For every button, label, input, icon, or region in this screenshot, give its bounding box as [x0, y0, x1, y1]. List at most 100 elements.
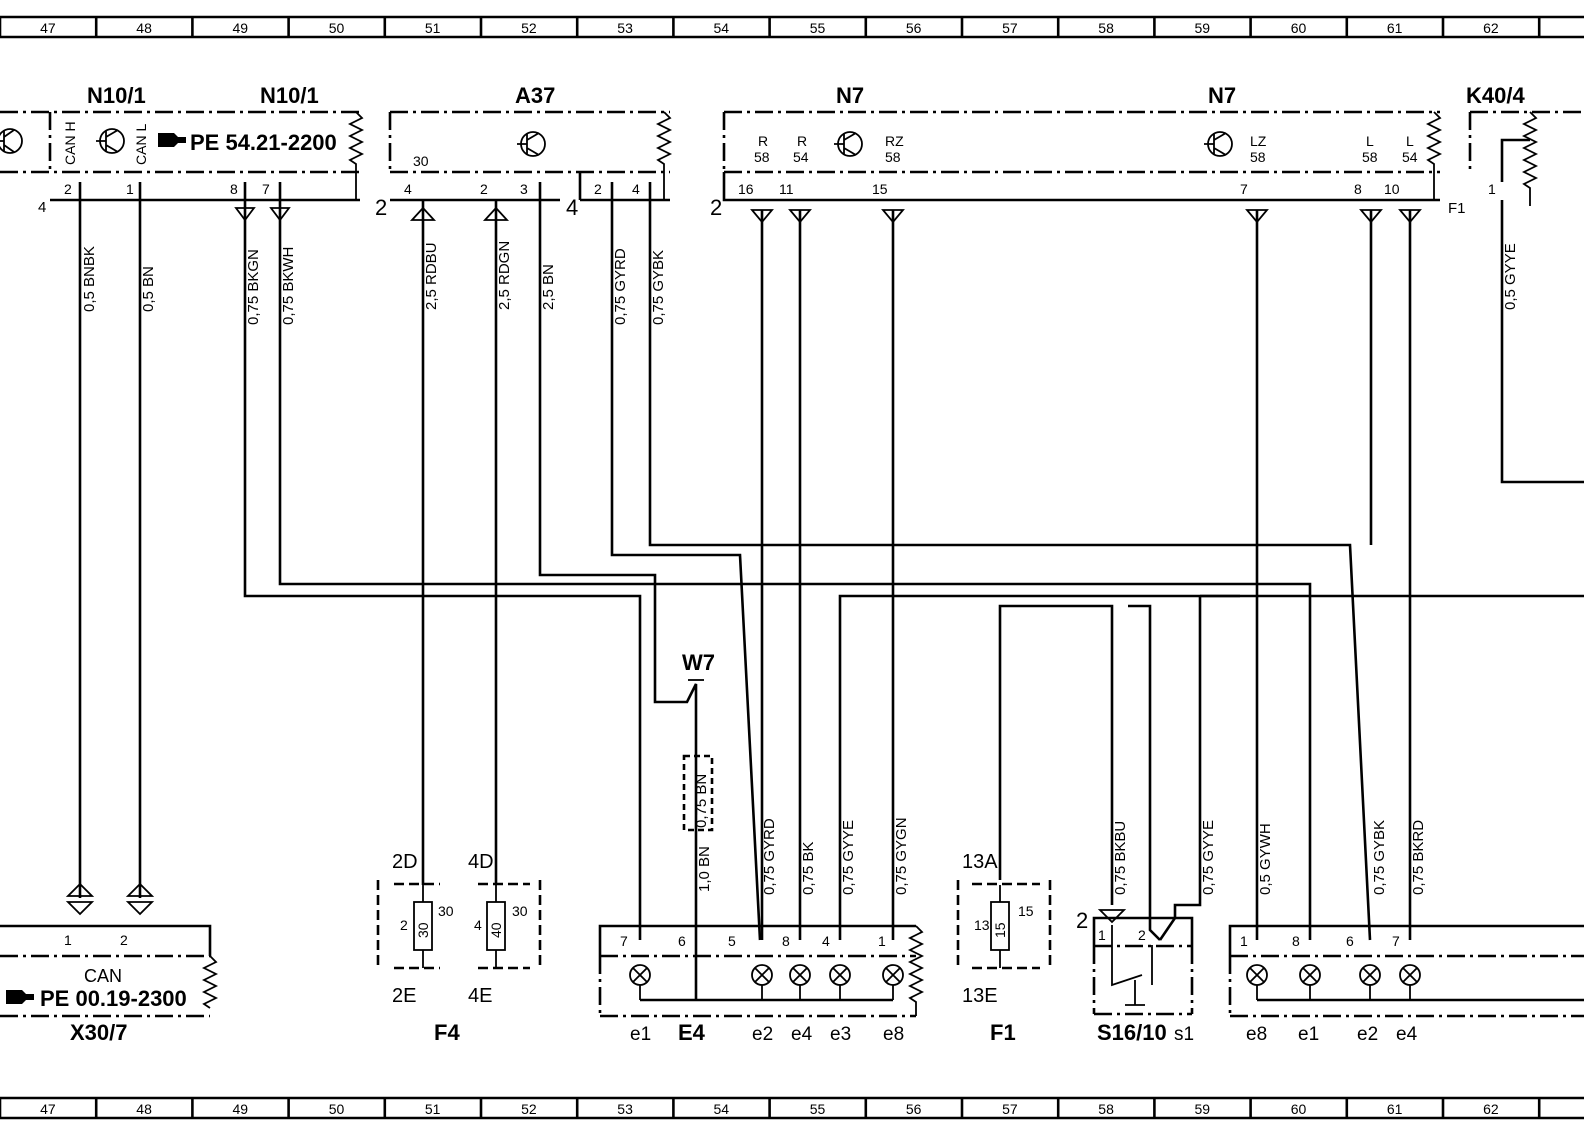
n10-1-reference: PE 54.21-2200 [190, 130, 337, 155]
f4-fuse-box: 2D 4D 2E 4E 30 40 2 4 30 30 F4 [376, 851, 542, 1045]
n10-1-module: CAN H CAN L PE 54.21-2200 N10/1 N10/1 4 … [0, 83, 365, 216]
f1-bottom: 13E [962, 985, 998, 1007]
w7-wire-label: 0,75 BN [693, 774, 710, 828]
a37-pin-3: 3 [520, 181, 528, 197]
k40-4-pin-1: 1 [1488, 181, 1496, 197]
lamp-icon [829, 964, 851, 1000]
a37-pin-top: 30 [413, 153, 429, 169]
a37-label: A37 [515, 83, 555, 108]
ruler-column-label: 58 [1098, 20, 1114, 36]
right-sub-e1: e1 [1298, 1024, 1319, 1045]
wire-label: 0,75 GYGN [893, 817, 910, 895]
n7-label-left: N7 [836, 83, 864, 108]
x30-7-label: X30/7 [70, 1020, 128, 1045]
e4-sub-e4: e4 [791, 1024, 813, 1045]
f4-bottom-4e: 4E [468, 985, 492, 1007]
k40-4-relay: K40/4 F1 1 [1448, 83, 1584, 217]
n7-pin-16: 16 [738, 181, 754, 197]
right-pin-8: 8 [1292, 933, 1300, 949]
ruler-column-label: 47 [40, 20, 56, 36]
n7-module: N7 N7 2 R 58 R 54 RZ 58 16 11 15 LZ 58 L… [710, 83, 1443, 220]
s16-10-switch: 2 1 2 S16/10 s1 [1076, 908, 1194, 1045]
ruler-column-label: 54 [714, 20, 730, 36]
wire-label: 0,5 GYWH [1257, 823, 1274, 895]
e4-pin-5: 5 [728, 933, 736, 949]
right-sub-e2: e2 [1357, 1024, 1378, 1045]
ruler-column-label: 48 [136, 20, 152, 36]
n7-pin-11: 11 [779, 181, 794, 197]
lamp-icon [751, 964, 773, 1000]
k40-4-label: K40/4 [1466, 83, 1525, 108]
wire-label: 0,75 GYYE [840, 820, 857, 895]
n10-1-side-num: 4 [38, 199, 46, 216]
f4-pin-right-30b: 30 [512, 903, 528, 919]
wire-labels: 0,5 BNBK 0,5 BN 0,75 BKGN 0,75 BKWH 2,5 … [81, 241, 1519, 895]
f4-label: F4 [434, 1020, 460, 1045]
n7-pin-7: 7 [1240, 181, 1248, 197]
lamp-icon [789, 964, 811, 1000]
reference-hand-icon [6, 990, 34, 1004]
s16-10-pin-1: 1 [1098, 927, 1106, 943]
ruler-column-label: 60 [1291, 20, 1307, 36]
n7-pin-name-l1: L [1366, 133, 1374, 149]
x30-7-pin-1: 1 [64, 932, 72, 948]
k40-4-side: F1 [1448, 200, 1466, 217]
e4-label: E4 [678, 1020, 706, 1045]
n7-pin-val-58: 58 [754, 149, 770, 165]
ruler-column-label: 62 [1483, 1101, 1499, 1117]
pin-name-can-h: CAN H [62, 121, 78, 165]
x30-7-pin-2: 2 [120, 932, 128, 948]
n10-1-pin-8: 8 [230, 181, 238, 197]
wire-label: 0,5 BN [140, 266, 157, 312]
ruler-column-label: 61 [1387, 1101, 1403, 1117]
a37-side-num: 2 [375, 195, 387, 220]
lamp-icon [629, 964, 651, 1000]
wire-label: 0,5 BNBK [81, 246, 98, 312]
w7-ground: W7 0,75 BN [682, 650, 715, 832]
ruler-column-label: 49 [233, 20, 249, 36]
e4-sub-e2: e2 [752, 1024, 773, 1045]
n7-pin-val-54: 54 [793, 149, 809, 165]
f1-fuse-15: 15 [992, 922, 1008, 938]
x30-7-connector: 1 2 CAN PE 00.19-2300 X30/7 [0, 924, 219, 1045]
pin-name-can-l: CAN L [133, 124, 149, 165]
a37-pin-2: 2 [480, 181, 488, 197]
n7-pin-name-r2: R [797, 133, 807, 149]
x30-7-inner-label: CAN [84, 966, 122, 986]
f1-label: F1 [990, 1020, 1016, 1045]
n7-pin-15: 15 [872, 181, 888, 197]
transistor-icon [834, 131, 863, 157]
n7-side-num: 2 [710, 195, 722, 220]
s16-10-side-num: 2 [1076, 908, 1088, 933]
wire-label: 0,75 BK [800, 842, 817, 895]
a37-module: A37 30 2 4 4 2 3 2 4 [375, 83, 673, 220]
right-sub-e8: e8 [1246, 1024, 1267, 1045]
ruler-column-label: 62 [1483, 20, 1499, 36]
f4-top-2d: 2D [392, 851, 418, 873]
ruler-column-label: 49 [233, 1101, 249, 1117]
ruler-column-label: 52 [521, 1101, 537, 1117]
n7-pin-name-l2: L [1406, 133, 1414, 149]
e4-lamp-unit: 7 6 5 8 4 1 e1 E4 e2 e4 e3 e8 [598, 924, 925, 1045]
ruler-column-label: 47 [40, 1101, 56, 1117]
n7-pin-val-l2: 54 [1402, 149, 1418, 165]
f1-pin-right: 15 [1018, 903, 1034, 919]
ruler-column-label: 60 [1291, 1101, 1307, 1117]
x30-7-reference: PE 00.19-2300 [40, 986, 187, 1011]
e4-sub-e3: e3 [830, 1024, 851, 1045]
n7-pin-name-r1: R [758, 133, 768, 149]
ruler-column-label: 55 [810, 20, 826, 36]
s16-10-sub: s1 [1174, 1024, 1194, 1045]
a37-pin-4: 4 [404, 181, 412, 197]
w7-label: W7 [682, 650, 715, 675]
ruler-column-label: 57 [1002, 1101, 1018, 1117]
e4-pin-8: 8 [782, 933, 790, 949]
ruler-column-label: 51 [425, 1101, 441, 1117]
n7-pin-val-l1: 58 [1362, 149, 1378, 165]
a37-conn-pin-4: 4 [632, 181, 640, 197]
e4-sub-e1: e1 [630, 1024, 651, 1045]
wire-label: 0,75 GYRD [612, 248, 629, 325]
n7-pin-name-lz: LZ [1250, 133, 1267, 149]
